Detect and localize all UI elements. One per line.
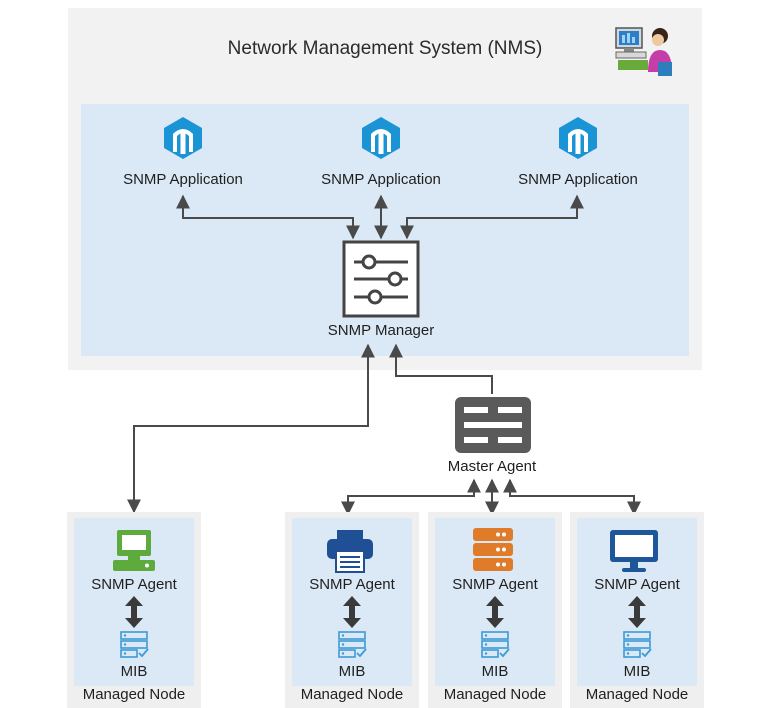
snmp-agent-label: SNMP Agent (91, 576, 177, 593)
sliders-icon (342, 240, 420, 318)
mib-icon (120, 631, 149, 658)
nms-title: Network Management System (NMS) (227, 38, 543, 59)
snmp-manager-label: SNMP Manager (327, 322, 435, 339)
snmp-application-icon (362, 117, 400, 159)
managed-node-label: Managed Node (443, 686, 547, 703)
snmp-application-label: SNMP Application (518, 171, 638, 188)
snmp-agent-label: SNMP Agent (452, 576, 538, 593)
master-node2-link (341, 478, 481, 516)
snmp-application-icon (559, 117, 597, 159)
managed-node-label: Managed Node (585, 686, 689, 703)
mib-label: MIB (120, 663, 148, 680)
mib-label: MIB (338, 663, 366, 680)
mib-icon (481, 631, 510, 658)
snmp-application-label: SNMP Application (123, 171, 243, 188)
printer-icon (327, 530, 373, 573)
snmp-agent-label: SNMP Agent (594, 576, 680, 593)
manager-node1-link (127, 343, 375, 514)
snmp-application-1: SNMP Application (113, 116, 253, 188)
mib-label: MIB (623, 663, 651, 680)
manager-master-link (389, 343, 493, 394)
server-icon (473, 528, 513, 571)
master-node4-link (503, 478, 641, 516)
app1-manager-link (176, 194, 360, 240)
monitor-icon (610, 530, 658, 572)
app3-manager-link (400, 194, 584, 240)
master-agent-label: Master Agent (447, 458, 537, 475)
snmp-application-2: SNMP Application (311, 116, 451, 188)
snmp-agent-label: SNMP Agent (309, 576, 395, 593)
snmp-application-label: SNMP Application (321, 171, 441, 188)
master-agent-icon (455, 397, 531, 453)
snmp-application-3: SNMP Application (508, 116, 648, 188)
mib-label: MIB (481, 663, 509, 680)
managed-node-label: Managed Node (82, 686, 186, 703)
desktop-computer-icon (113, 530, 155, 571)
operator-at-computer-icon (615, 27, 672, 76)
snmp-application-icon (164, 117, 202, 159)
mib-icon (623, 631, 652, 658)
mib-icon (338, 631, 367, 658)
managed-node-label: Managed Node (300, 686, 404, 703)
